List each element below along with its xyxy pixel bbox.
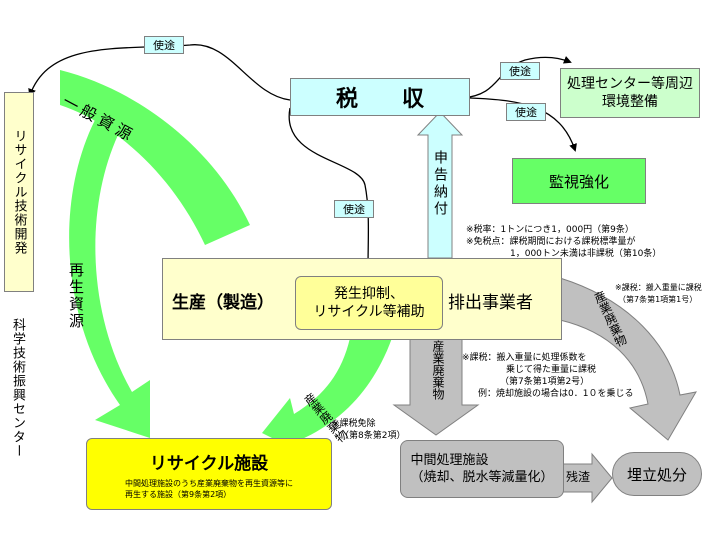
residue-arrow — [559, 452, 613, 504]
waste-green-arrow — [262, 338, 392, 455]
intermediate-label: 中間処理施設 （焼却、脱水等減量化） — [410, 453, 554, 485]
declare-label: 申告納付 — [432, 150, 448, 218]
use-mid-line — [288, 107, 373, 270]
note-exempt1: ※課税免除 — [332, 419, 376, 429]
research-box: リサイクル技術開発 — [4, 92, 34, 292]
note-rate3: 1，000トン未満は非課税（第10条） — [510, 249, 662, 259]
use-tag-mid: 使途 — [334, 200, 374, 218]
note-rate1: ※税率：1トンにつき1，000円（第9条） — [466, 225, 634, 235]
recycle-title: リサイクル施設 — [149, 453, 269, 474]
production-label: 生産（製造） — [172, 293, 274, 313]
use-tag-right-top: 使途 — [500, 62, 540, 80]
use-tag-left: 使途 — [144, 36, 184, 54]
waste-center-label: 産業廃棄物 — [431, 340, 445, 400]
recycle-loop-arrow — [60, 70, 250, 245]
use-tag-right-mid: 使途 — [506, 103, 546, 121]
center-label: 処理センター等周辺 環境整備 — [567, 76, 693, 110]
monitor-label: 監視強化 — [548, 172, 609, 191]
note-tax-center3: （第7条第1項第2号） — [500, 377, 590, 387]
monitor-box: 監視強化 — [512, 158, 646, 204]
waste-center-arrow — [392, 337, 480, 436]
intermediate-box: 中間処理施設 （焼却、脱水等減量化） — [400, 440, 564, 498]
emitter-label: 排出事業者 — [448, 293, 533, 313]
regenerated-resource-label: 再生資源 — [67, 262, 85, 330]
research-org-label: 科学技術振興センター — [10, 318, 25, 458]
note-tax-right1: ※課税：搬入重量に課税 — [615, 283, 702, 292]
landfill-box: 埋立処分 — [612, 452, 702, 496]
research-label: リサイクル技術開発 — [11, 129, 27, 255]
regenerated-resource-arrow — [69, 120, 150, 438]
note-tax-center4: 例：焼却施設の場合は0．1０を乗じる — [478, 389, 634, 399]
landfill-label: 埋立処分 — [626, 465, 687, 484]
tax-label: 税 収 — [335, 87, 424, 112]
note-tax-center2: 乗じて得た重量に課税 — [506, 365, 597, 375]
waste-right-arrow — [559, 277, 697, 441]
tax-box: 税 収 — [290, 78, 470, 116]
subsidy-label: 発生抑制、 リサイクル等補助 — [313, 286, 425, 320]
note-exempt2: （第8条第2項） — [340, 431, 406, 441]
note-tax-center1: ※課税：搬入重量に処理係数を — [462, 353, 587, 363]
subsidy-box: 発生抑制、 リサイクル等補助 — [295, 276, 443, 330]
note-rate2: ※免税点：課税期間における課税標準量が — [466, 237, 636, 247]
use-right-top-line — [461, 56, 572, 99]
recycle-note: 中間処理施設のうち産業廃棄物を再生資源等に 再生する施設（第9条第2項） — [125, 478, 293, 499]
note-tax-right2: （第7条第1項第1号） — [618, 295, 698, 304]
center-box: 処理センター等周辺 環境整備 — [560, 68, 700, 118]
recycle-box: リサイクル施設 中間処理施設のうち産業廃棄物を再生資源等に 再生する施設（第9条… — [86, 438, 332, 510]
residue-label: 残渣 — [566, 470, 591, 484]
